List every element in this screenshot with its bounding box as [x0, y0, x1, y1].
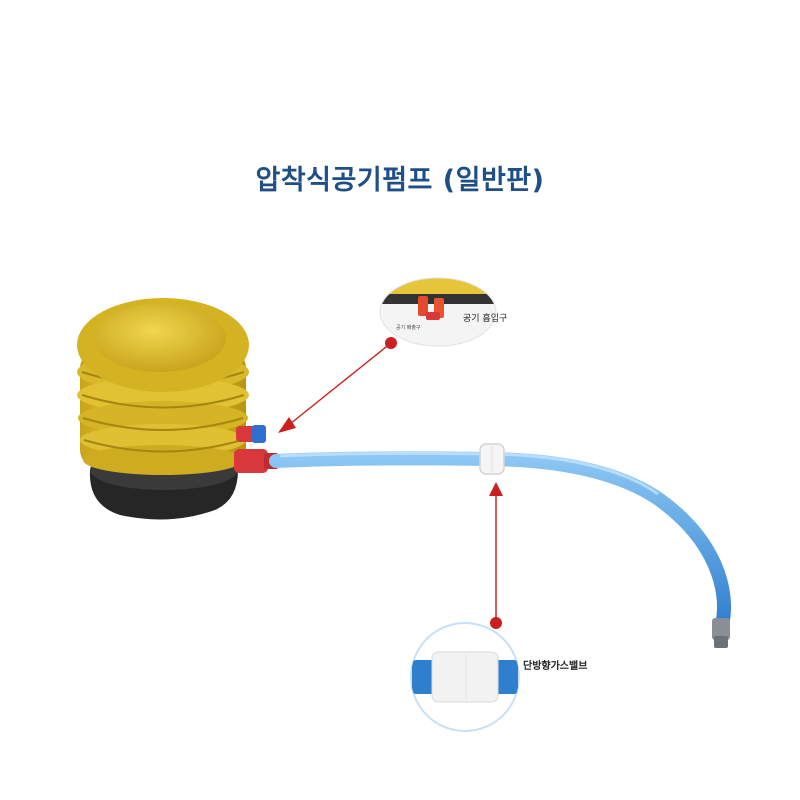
exhaust-label: 공기 배출구	[396, 325, 421, 331]
product-title: 압착식공기펌프 (일반판)	[255, 165, 545, 196]
callout-arrow-intake	[278, 337, 397, 433]
inset-connectors	[379, 277, 497, 347]
tube-nozzle	[712, 618, 730, 648]
inset-valve	[410, 622, 520, 732]
air-tube	[269, 451, 731, 632]
callout-arrow-valve	[489, 482, 503, 629]
valve-label: 단방향가스밸브	[523, 661, 588, 672]
pump-lid	[77, 298, 249, 392]
one-way-valve	[479, 443, 505, 475]
intake-label: 공기 흡입구	[463, 314, 508, 324]
